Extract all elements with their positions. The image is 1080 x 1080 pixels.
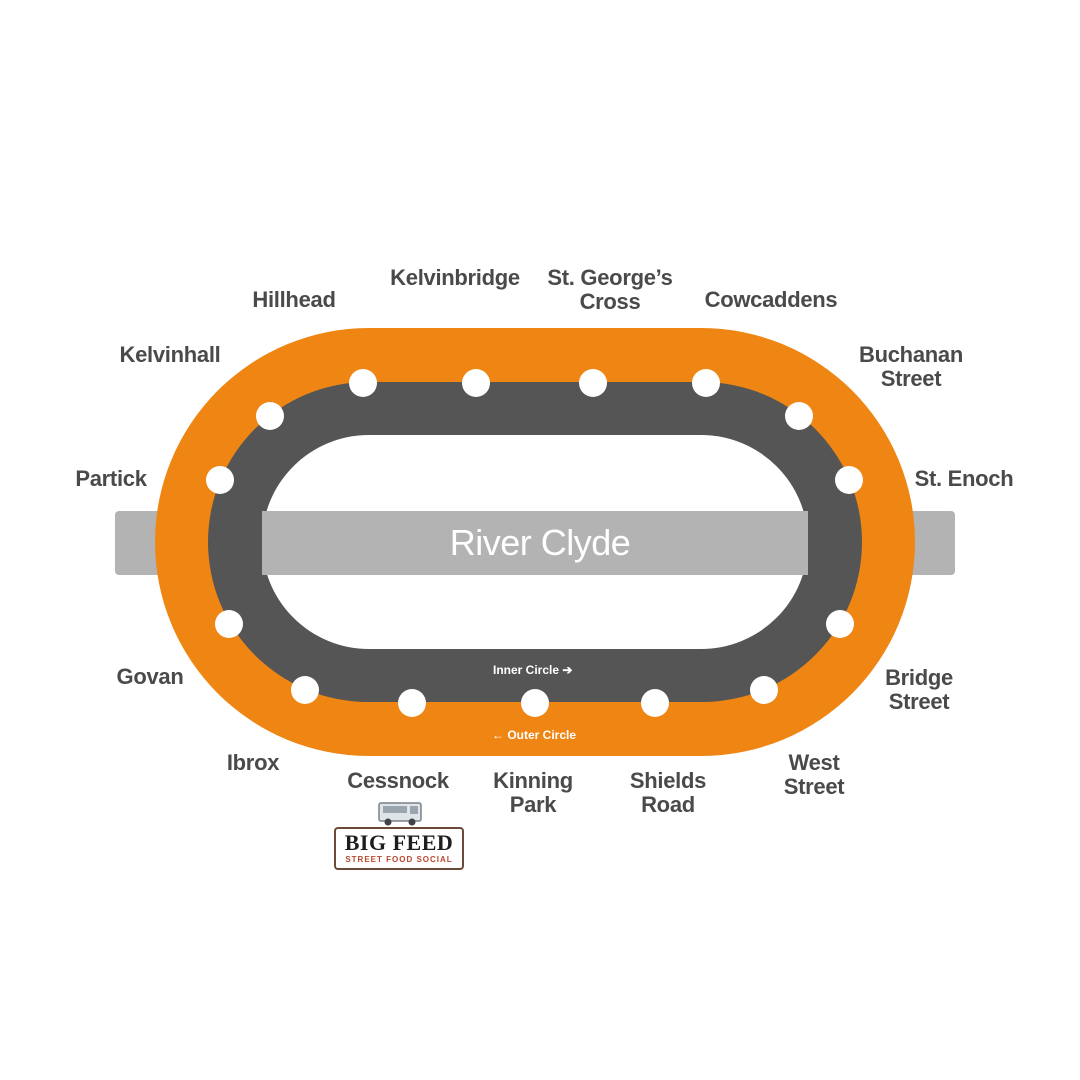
station-dot[interactable] <box>692 369 720 397</box>
outer-circle-label: ← Outer Circle <box>492 728 576 742</box>
station-dot[interactable] <box>826 610 854 638</box>
station-label-line: Buchanan <box>859 342 963 367</box>
station-dot[interactable] <box>641 689 669 717</box>
station-dot[interactable] <box>349 369 377 397</box>
station-label-line: Govan <box>116 664 184 689</box>
station-label-line: West <box>788 750 840 775</box>
station-dot[interactable] <box>215 610 243 638</box>
station-label-line: Street <box>888 689 950 714</box>
station-label[interactable]: Cowcaddens <box>705 288 838 312</box>
station-label-line: Kinning <box>493 768 573 793</box>
outer-circle-text: Outer Circle <box>507 728 577 742</box>
station-label-line: Road <box>641 792 695 817</box>
station-dot[interactable] <box>398 689 426 717</box>
station-label-line: Park <box>509 792 557 817</box>
station-dot[interactable] <box>206 466 234 494</box>
logo-title: BIG FEED <box>344 830 454 855</box>
river-center <box>262 511 808 575</box>
station-label-line: Kelvinbridge <box>390 265 520 290</box>
logo-subtitle: STREET FOOD SOCIAL <box>345 855 453 864</box>
arrow-left-icon: ← <box>492 728 504 742</box>
station-dot[interactable] <box>835 466 863 494</box>
station-label-line: Cross <box>579 289 641 314</box>
station-label[interactable]: Cessnock <box>347 769 449 793</box>
station-dots <box>206 369 863 717</box>
station-label[interactable]: Govan <box>117 665 184 689</box>
station-label[interactable]: Kelvinhall <box>120 343 221 367</box>
station-label-line: St. George’s <box>547 265 673 290</box>
inner-circle-text: Inner Circle <box>493 663 560 677</box>
station-label-line: Street <box>880 366 942 391</box>
station-label-line: Hillhead <box>252 287 336 312</box>
arrow-right-icon: ➔ <box>562 663 573 677</box>
station-label-line: Bridge <box>885 665 953 690</box>
station-dot[interactable] <box>462 369 490 397</box>
station-label-line: Street <box>783 774 845 799</box>
station-label-line: Cessnock <box>347 768 449 793</box>
station-label-line: Ibrox <box>226 750 280 775</box>
station-dot[interactable] <box>579 369 607 397</box>
station-label-line: Cowcaddens <box>704 287 838 312</box>
station-dot[interactable] <box>256 402 284 430</box>
station-dot[interactable] <box>750 676 778 704</box>
station-dot[interactable] <box>521 689 549 717</box>
food-truck-icon <box>378 802 422 826</box>
station-label[interactable]: Partick <box>75 466 147 491</box>
station-label[interactable]: Kelvinbridge <box>390 266 520 290</box>
river-label: River Clyde <box>449 522 631 563</box>
station-label[interactable]: Hillhead <box>252 288 335 312</box>
station-dot[interactable] <box>291 676 319 704</box>
inner-circle-label: Inner Circle ➔ <box>493 663 572 677</box>
station-dot[interactable] <box>785 402 813 430</box>
station-label[interactable]: Ibrox <box>226 750 280 775</box>
big-feed-logo: BIG FEED STREET FOOD SOCIAL <box>334 827 464 870</box>
station-label-line: Kelvinhall <box>119 342 221 367</box>
station-label[interactable]: St. Enoch <box>915 467 1014 491</box>
station-label-line: Shields <box>629 768 707 793</box>
station-label-line: St. Enoch <box>914 466 1014 491</box>
station-label-line: Partick <box>75 466 147 491</box>
